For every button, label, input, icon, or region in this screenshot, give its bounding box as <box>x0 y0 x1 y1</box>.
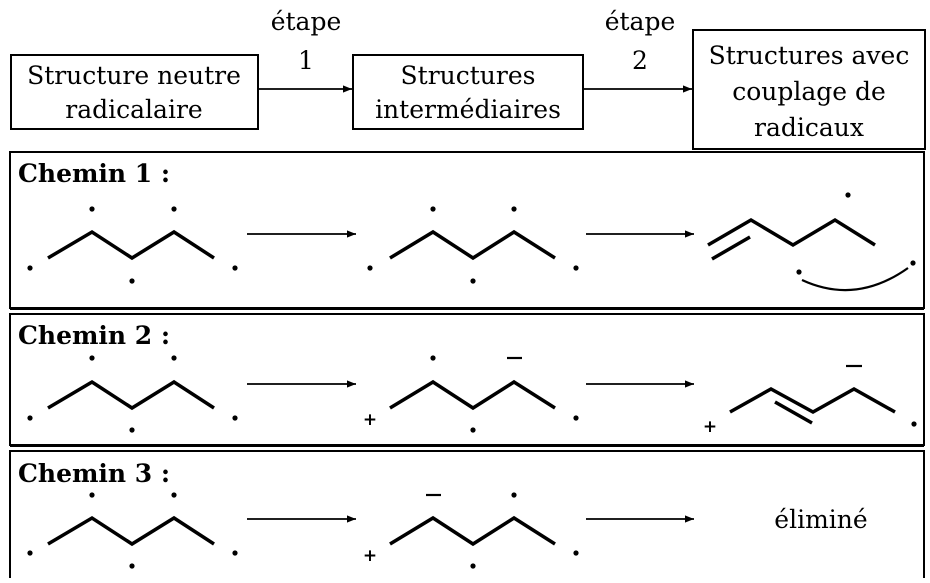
step2-label: étape <box>605 7 676 36</box>
radical-dot <box>796 269 802 275</box>
pathway-1-title: Chemin 1 : <box>18 159 170 188</box>
radical-dot <box>129 427 135 433</box>
radical-dot <box>129 278 135 284</box>
radical-dot <box>89 206 95 212</box>
p3-reactant-molecule <box>27 492 238 569</box>
radical-dot <box>129 563 135 569</box>
pathway-3-title: Chemin 3 : <box>18 459 170 488</box>
radical-dot <box>910 260 916 266</box>
p2-intermediate-molecule: + <box>363 355 579 433</box>
box-intermediate-line1: Structures <box>401 61 536 90</box>
flow-header: Structure neutre radicalaire étape 1 Str… <box>10 7 926 150</box>
radical-dot <box>89 355 95 361</box>
box-neutral-line2: radicalaire <box>65 95 202 124</box>
radical-dot <box>911 421 917 427</box>
radical-dot <box>511 492 517 498</box>
radical-dot <box>232 265 238 271</box>
radical-dot <box>573 550 579 556</box>
box-coupled-line3: radicaux <box>754 113 864 142</box>
p1-reactant-molecule <box>27 206 238 284</box>
radical-dot <box>430 206 436 212</box>
radical-dot <box>573 265 579 271</box>
radical-dot <box>171 206 177 212</box>
pathway-3-panel: Chemin 3 : + éliminé <box>9 450 925 583</box>
box-intermediate <box>352 54 584 130</box>
radical-dot <box>430 355 436 361</box>
radical-dot <box>171 355 177 361</box>
p3-intermediate-molecule: + <box>363 492 579 569</box>
box-coupled-radicals <box>692 29 926 150</box>
radical-dot <box>27 550 33 556</box>
p1-intermediate-molecule <box>367 206 579 284</box>
radical-dot <box>470 278 476 284</box>
radical-dot <box>232 550 238 556</box>
pathway-1-panel: Chemin 1 : <box>9 151 925 310</box>
box-coupled-line2: couplage de <box>732 77 886 106</box>
radical-dot <box>470 563 476 569</box>
p2-product-molecule: + <box>703 364 917 437</box>
box-neutral-radical <box>10 54 259 130</box>
radical-dot <box>232 415 238 421</box>
radical-dot <box>367 265 373 271</box>
plus-charge: + <box>363 546 377 566</box>
radical-dot <box>470 427 476 433</box>
plus-charge: + <box>363 410 377 430</box>
step1-label: étape <box>271 7 342 36</box>
radical-dot <box>845 192 851 198</box>
step1-number: 1 <box>298 46 314 75</box>
radical-coupling-arc <box>801 267 909 292</box>
radical-dot <box>573 415 579 421</box>
radical-dot <box>89 492 95 498</box>
p2-reactant-molecule <box>27 355 238 433</box>
p1-product-molecule <box>707 192 916 292</box>
radical-dot <box>27 265 33 271</box>
radical-dot <box>171 492 177 498</box>
radical-dot <box>27 415 33 421</box>
radical-dot <box>511 206 517 212</box>
box-coupled-line1: Structures avec <box>709 41 910 70</box>
p3-eliminated-label: éliminé <box>774 505 867 534</box>
pathway-2-panel: Chemin 2 : + + <box>9 313 925 447</box>
step2-number: 2 <box>632 46 648 75</box>
box-neutral-line1: Structure neutre <box>27 61 241 90</box>
box-intermediate-line2: intermédiaires <box>375 95 561 124</box>
plus-charge: + <box>703 417 717 437</box>
pathway-2-title: Chemin 2 : <box>18 321 170 350</box>
